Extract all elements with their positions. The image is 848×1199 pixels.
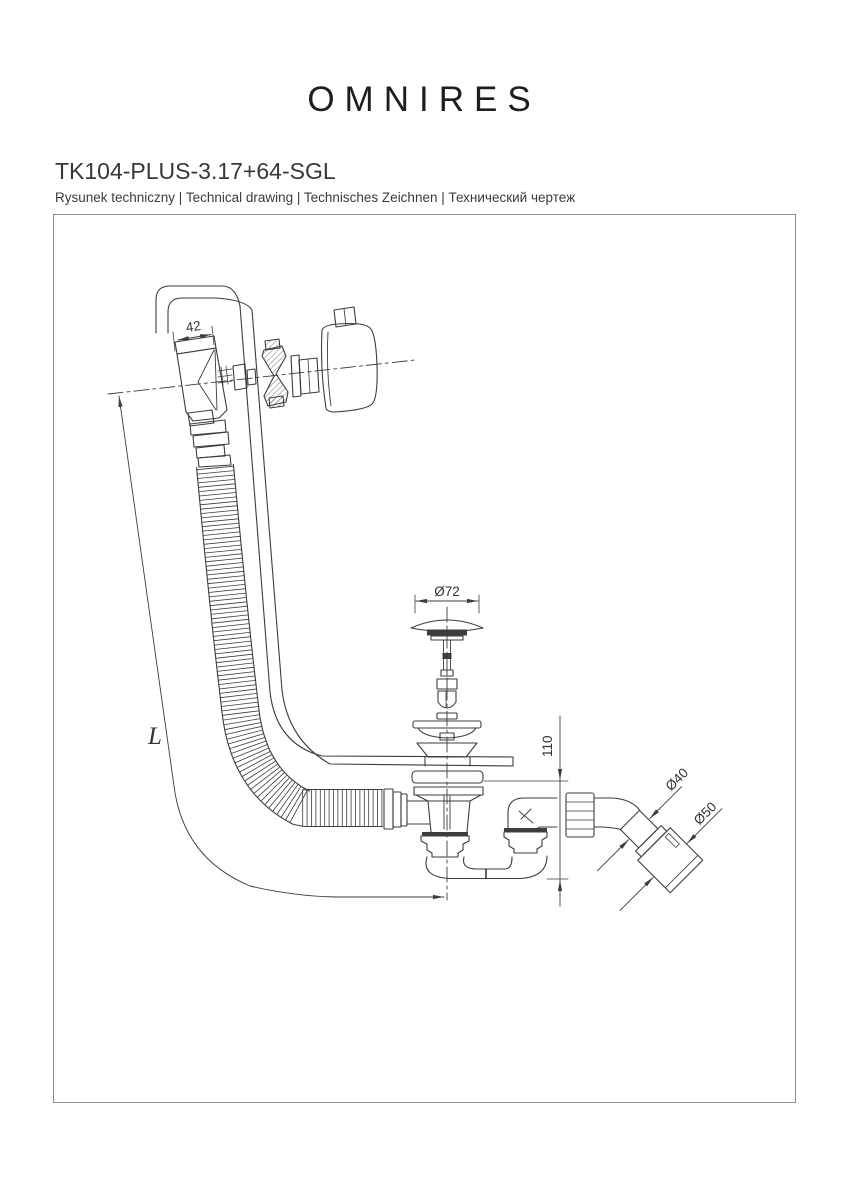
beaded-nut (565, 792, 595, 838)
waste-trap-assembly (413, 786, 641, 880)
dim-label-42: 42 (185, 318, 202, 335)
dim-plug-diameter: Ø72 (414, 584, 480, 614)
dim-overflow-width: 42 (172, 318, 215, 352)
product-code: TK104-PLUS-3.17+64-SGL (55, 158, 336, 184)
overflow-knob (320, 306, 378, 413)
dim-label-L: L (147, 723, 162, 750)
drain-plug-assembly: Ø72 (410, 584, 484, 901)
outlet-45: Ø40 Ø50 (596, 765, 723, 911)
dim-label-110: 110 (540, 735, 555, 757)
overflow-centerline (107, 359, 416, 395)
overflow-assembly: 42 (107, 306, 416, 468)
dim-outlet-large: Ø50 (619, 799, 723, 911)
dim-drain-height: 110 (483, 715, 569, 907)
dim-label-40: Ø40 (662, 765, 691, 794)
dim-label-72: Ø72 (434, 584, 460, 599)
flow-mark (518, 808, 534, 824)
drawing-subtitle: Rysunek techniczny | Technical drawing |… (55, 190, 576, 205)
dim-hose-length: L (118, 395, 445, 900)
rosette-bracket (261, 338, 289, 409)
corrugated-hose (196, 463, 384, 828)
dim-label-50: Ø50 (691, 799, 720, 828)
brand-logo: OMNIRES (307, 80, 541, 119)
